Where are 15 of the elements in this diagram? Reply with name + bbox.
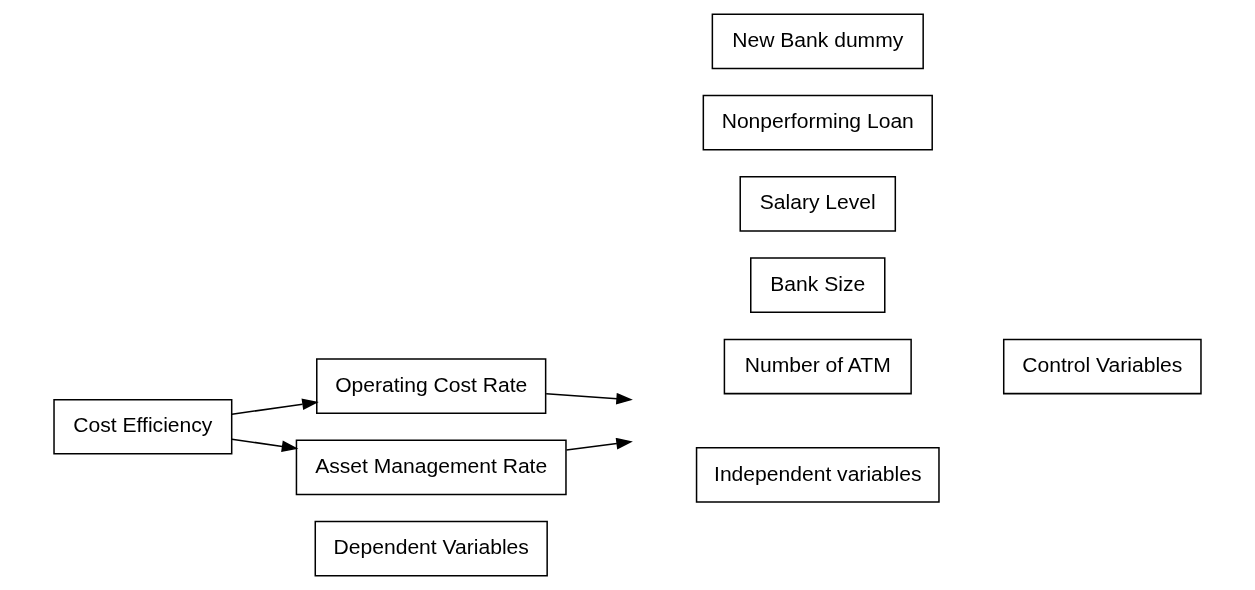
node-box: Bank Size	[750, 257, 886, 314]
node-box: New Bank dummy	[711, 13, 924, 70]
node-box: Operating Cost Rate	[316, 358, 547, 414]
arrow	[565, 437, 633, 451]
node-box: Nonperforming Loan	[702, 94, 933, 151]
arrow	[231, 398, 319, 416]
node-box: Number of ATM	[723, 338, 912, 395]
node-box: Dependent Variables	[314, 520, 548, 577]
node-box: Cost Efficiency	[53, 398, 233, 455]
node-box: Asset Management Rate	[295, 439, 567, 496]
arrow	[231, 438, 299, 453]
arrow	[545, 392, 633, 405]
node-box: Independent variables	[695, 447, 940, 503]
node-box: Control Variables	[1002, 338, 1202, 395]
node-box: Salary Level	[739, 176, 897, 232]
